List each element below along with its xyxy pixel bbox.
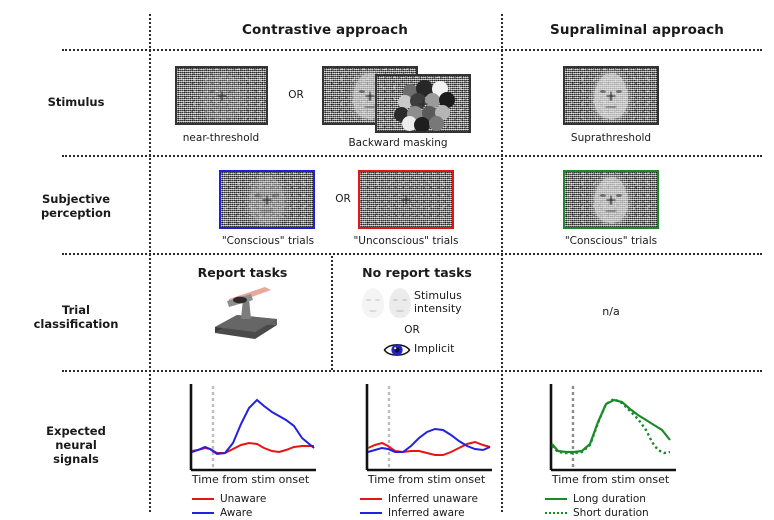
axis-label-contrastive-report: Time from stim onset: [191, 473, 310, 486]
perception-conscious-image: [219, 170, 315, 229]
row-divider-3: [62, 253, 762, 255]
subheading-report-tasks: Report tasks: [197, 265, 288, 280]
legend-swatch-aware: [192, 512, 214, 514]
row-divider-4: [62, 370, 762, 372]
trial-or-label: OR: [404, 324, 420, 336]
caption-unconscious-trials: "Unconscious" trials: [353, 235, 459, 247]
column-divider-right: [501, 14, 503, 512]
caption-supra-conscious-trials: "Conscious" trials: [564, 235, 658, 247]
eye-left: [255, 193, 262, 198]
legend-swatch-inferred-unaware: [360, 498, 382, 500]
legend-contrastive-report: Unaware Aware: [192, 492, 266, 520]
column-divider-left: [149, 14, 151, 512]
mouth: [396, 310, 404, 312]
legend-label-aware: Aware: [220, 507, 253, 519]
eye-icon: [383, 343, 411, 357]
eye-left: [599, 193, 606, 198]
axis-label-contrastive-no-report: Time from stim onset: [367, 473, 486, 486]
perception-or-label: OR: [335, 193, 351, 205]
column-divider-inner: [331, 256, 333, 370]
legend-swatch-short-duration: [545, 512, 567, 514]
stimulus-or-label: OR: [288, 89, 304, 101]
fixation-cross-icon: [606, 91, 616, 100]
eye-right: [616, 89, 623, 94]
label-implicit: Implicit: [414, 342, 455, 355]
joystick-icon: [215, 287, 277, 339]
mask-blob: [398, 95, 412, 109]
fixation-cross-icon: [217, 91, 226, 100]
eye-left: [393, 299, 398, 301]
mouth: [604, 209, 618, 213]
chart-contrastive-report: [189, 384, 316, 472]
mouth: [214, 105, 229, 109]
fixation-cross-icon: [606, 195, 616, 204]
eye-left: [208, 89, 216, 94]
caption-conscious-trials: "Conscious" trials: [221, 235, 315, 247]
mouth: [604, 105, 618, 109]
mouth: [260, 209, 274, 213]
legend-item: Inferred aware: [360, 506, 478, 520]
label-not-applicable: n/a: [602, 305, 620, 318]
mask-blob: [416, 80, 433, 97]
fixation-cross-icon: [401, 195, 411, 204]
stimulus-backward-masking-mask-image: [375, 74, 471, 133]
mouth: [363, 105, 377, 109]
row-label-stimulus: Stimulus: [47, 95, 105, 109]
caption-near-threshold: near-threshold: [182, 132, 260, 144]
eye-right: [616, 193, 623, 198]
axis-label-supraliminal: Time from stim onset: [551, 473, 670, 486]
fixation-cross-icon: [418, 99, 428, 108]
column-heading-supraliminal: Supraliminal approach: [550, 22, 724, 38]
legend-swatch-unaware: [192, 498, 214, 500]
eye-left: [358, 89, 365, 94]
perception-unconscious-image: [358, 170, 454, 229]
subheading-no-report-tasks: No report tasks: [362, 265, 472, 280]
caption-backward-masking: Backward masking: [348, 137, 448, 149]
row-label-trial-classification: Trial classification: [33, 303, 119, 331]
row-divider-2: [62, 155, 762, 157]
chart-supraliminal: [549, 384, 676, 472]
label-stimulus-intensity: Stimulus intensity: [414, 289, 462, 315]
row-divider-1: [62, 49, 762, 51]
mask-blob: [429, 116, 444, 131]
eye-left: [366, 299, 371, 301]
legend-supraliminal: Long duration Short duration: [545, 492, 649, 520]
eye-right: [375, 299, 380, 301]
mask-blob: [402, 116, 417, 131]
eye-right: [272, 193, 279, 198]
mask-blob: [425, 93, 440, 108]
legend-label-unaware: Unaware: [220, 493, 267, 505]
mouth: [369, 310, 377, 312]
eye-right: [227, 89, 235, 94]
fixation-cross-icon: [365, 91, 375, 100]
mask-blob: [414, 117, 430, 131]
row-label-expected-neural-signals: Expected neural signals: [46, 424, 106, 466]
row-label-subjective-perception: Subjective perception: [40, 192, 112, 220]
legend-label-inferred-unaware: Inferred unaware: [388, 493, 478, 505]
caption-suprathreshold: Suprathreshold: [570, 132, 652, 144]
column-heading-contrastive: Contrastive approach: [242, 22, 408, 38]
legend-item: Short duration: [545, 506, 649, 520]
stimulus-near-threshold-image: [175, 66, 268, 125]
legend-item: Long duration: [545, 492, 649, 506]
legend-swatch-inferred-aware: [360, 512, 382, 514]
stimulus-intensity-face-strong: [389, 288, 411, 318]
legend-item: Aware: [192, 506, 266, 520]
eye-right: [402, 299, 407, 301]
legend-swatch-long-duration: [545, 498, 567, 500]
stimulus-intensity-face-faint: [362, 288, 384, 318]
perception-supra-conscious-image: [563, 170, 659, 229]
legend-contrastive-no-report: Inferred unaware Inferred aware: [360, 492, 478, 520]
chart-contrastive-no-report: [365, 384, 492, 472]
legend-item: Inferred unaware: [360, 492, 478, 506]
legend-label-inferred-aware: Inferred aware: [388, 507, 465, 519]
stimulus-suprathreshold-image: [563, 66, 659, 125]
legend-label-short-duration: Short duration: [573, 507, 649, 519]
eye-left: [599, 89, 606, 94]
mask-blob: [410, 93, 426, 109]
mask-blob: [439, 92, 455, 108]
legend-item: Unaware: [192, 492, 266, 506]
fixation-cross-icon: [262, 195, 272, 204]
legend-label-long-duration: Long duration: [573, 493, 646, 505]
